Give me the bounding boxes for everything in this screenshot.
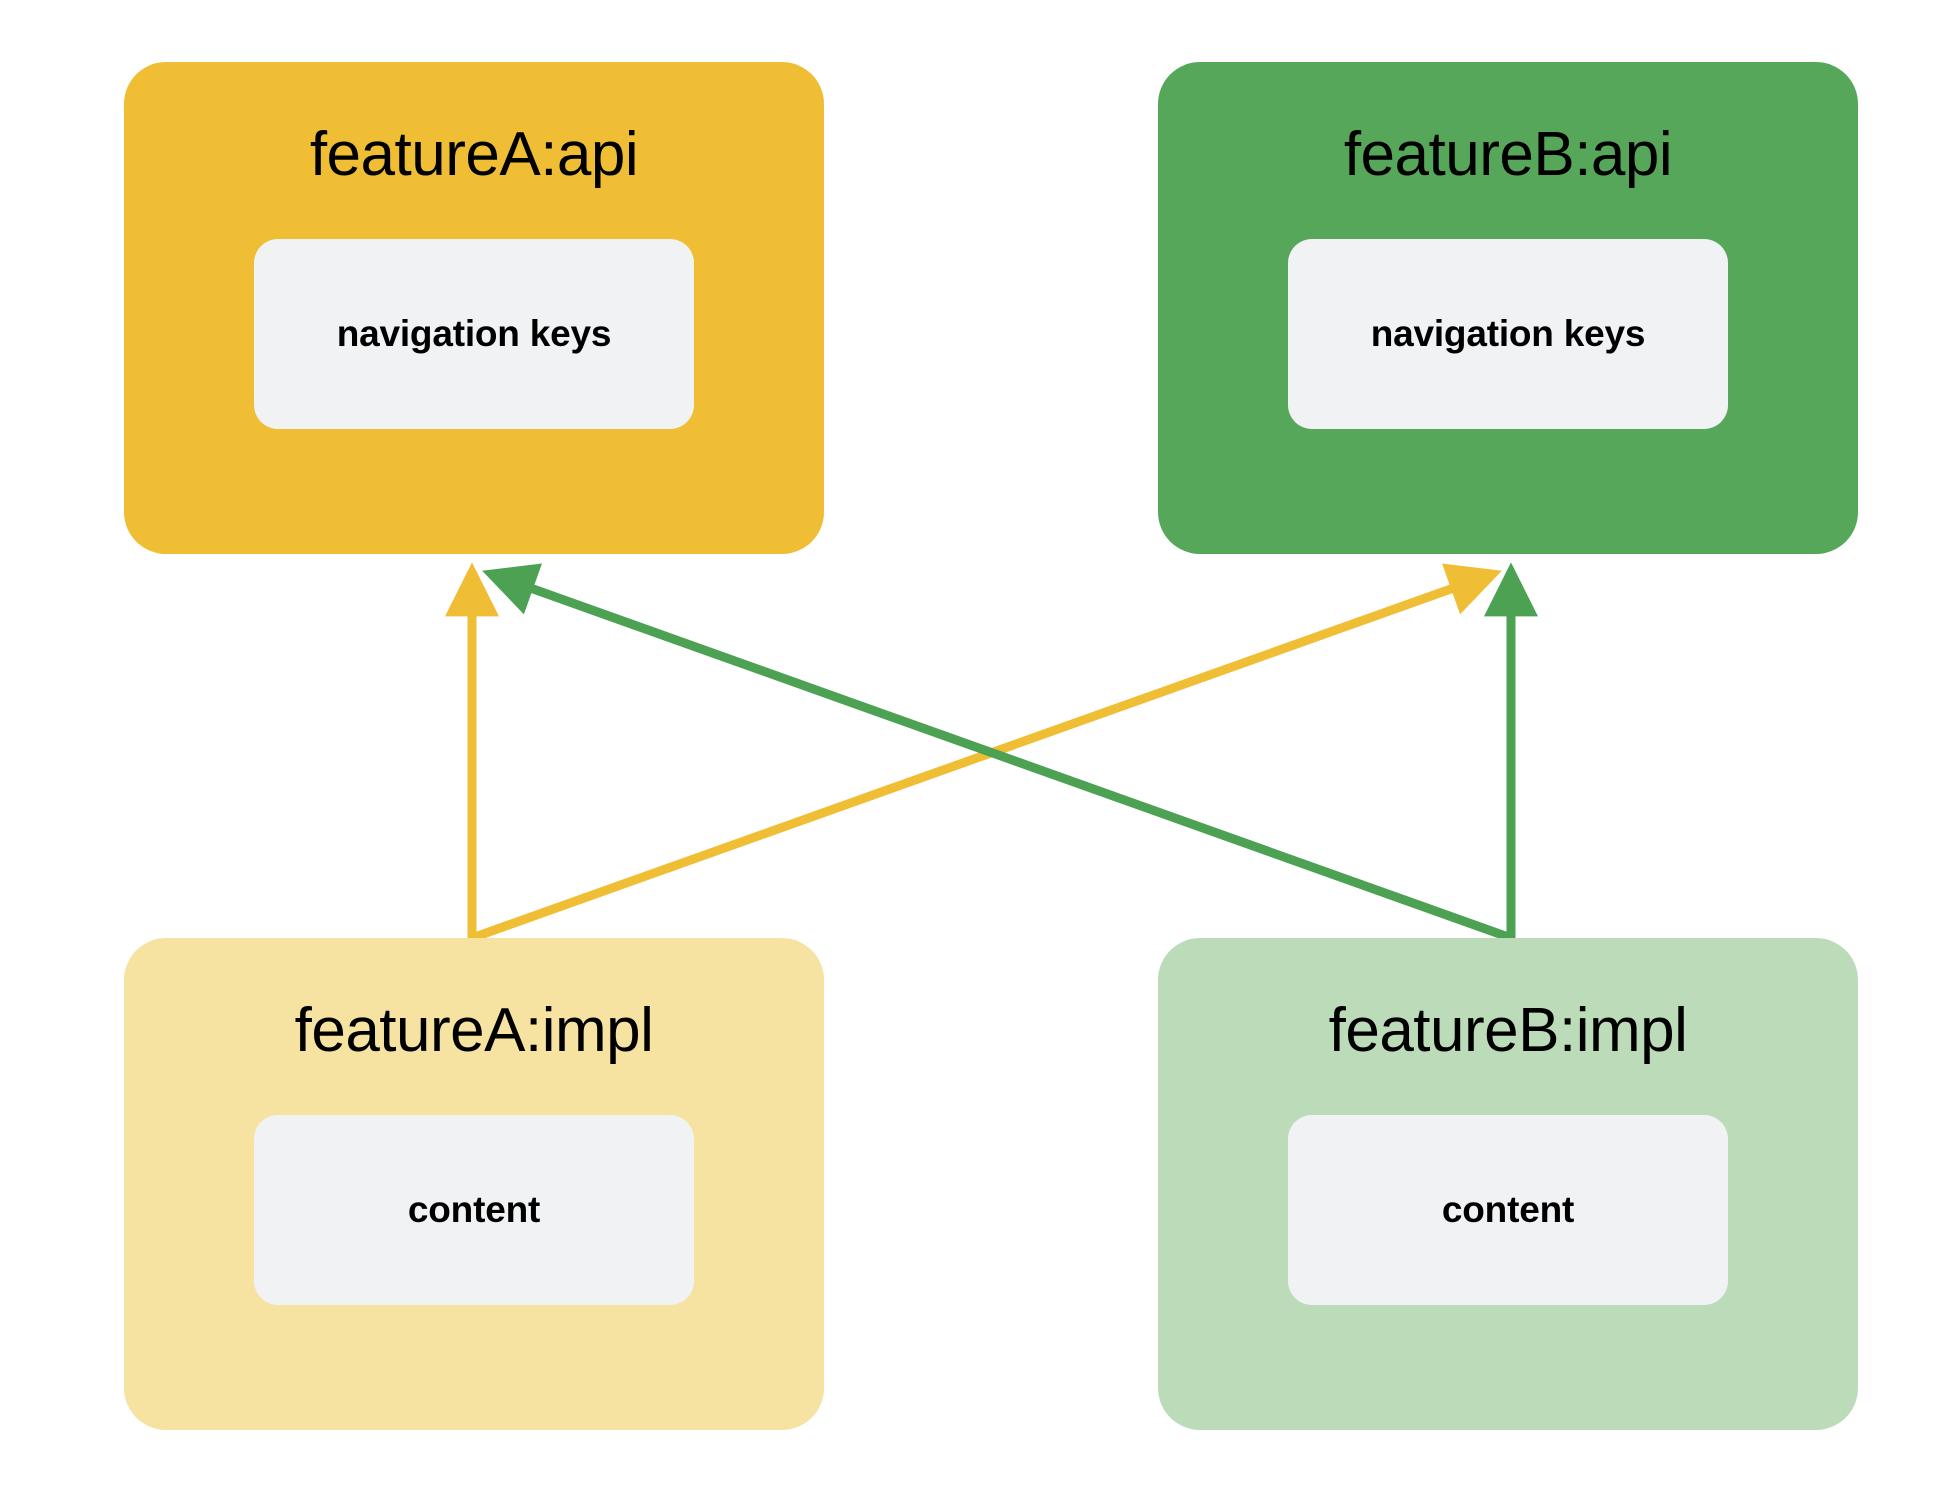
edge-featureB-impl-to-featureA-api <box>482 563 1513 943</box>
node-featureA-api-inner-label: navigation keys <box>336 313 612 355</box>
node-featureB-impl-inner[interactable]: content <box>1288 1115 1728 1306</box>
node-featureB-impl-title: featureB:impl <box>1328 996 1688 1065</box>
node-featureA-api-inner[interactable]: navigation keys <box>254 239 694 430</box>
node-featureA-impl-inner-label: content <box>407 1189 541 1231</box>
node-featureB-api-inner-label: navigation keys <box>1370 313 1646 355</box>
node-featureB-api-title: featureB:api <box>1343 120 1673 189</box>
node-featureB-api-inner[interactable]: navigation keys <box>1288 239 1728 430</box>
node-featureA-impl[interactable]: featureA:impl content <box>124 938 824 1430</box>
node-featureB-impl[interactable]: featureB:impl content <box>1158 938 1858 1430</box>
node-featureB-api[interactable]: featureB:api navigation keys <box>1158 62 1858 554</box>
node-featureB-impl-inner-label: content <box>1441 1189 1575 1231</box>
node-featureA-impl-title: featureA:impl <box>294 996 654 1065</box>
node-featureA-impl-inner[interactable]: content <box>254 1115 694 1306</box>
node-featureA-api-title: featureA:api <box>309 120 639 189</box>
node-featureA-api[interactable]: featureA:api navigation keys <box>124 62 824 554</box>
edge-featureA-impl-to-featureB-api <box>470 563 1502 943</box>
